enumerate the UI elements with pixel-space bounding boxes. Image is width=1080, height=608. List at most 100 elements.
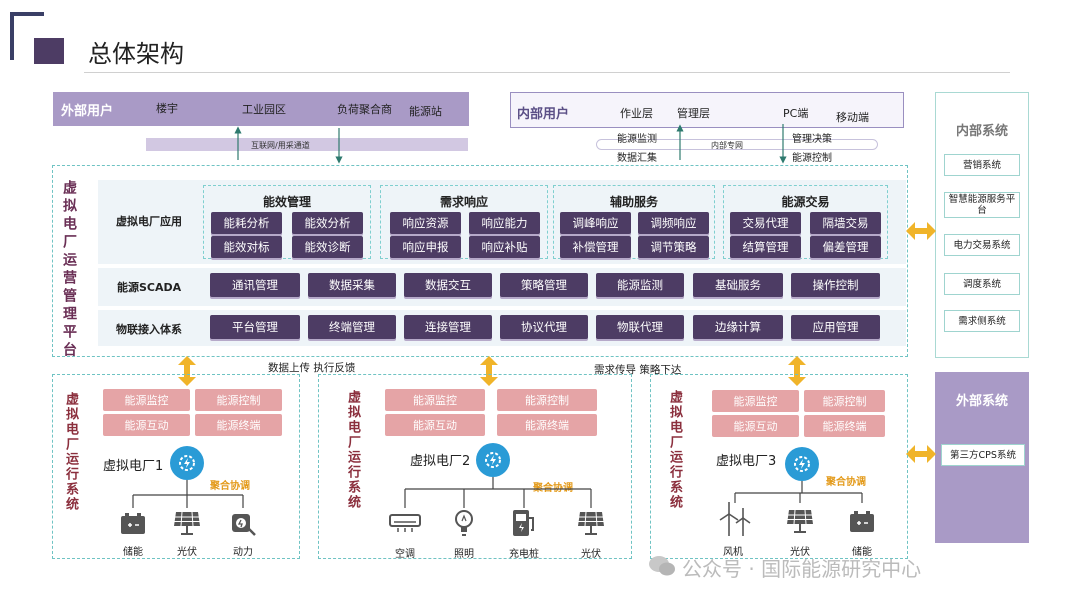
internal-flow-label: 能源控制 — [792, 153, 832, 164]
double-arrow-icon — [480, 356, 498, 386]
double-arrow-icon — [906, 445, 936, 463]
app-module-button[interactable]: 交易代理 — [730, 212, 801, 234]
external-users-bar: 外部用户 — [53, 92, 469, 126]
apps-row-label: 虚拟电厂应用 — [116, 215, 182, 228]
vpp-runtime-box-2 — [318, 374, 632, 559]
wind-turbine-icon — [719, 502, 751, 536]
internal-system-item: 电力交易系统 — [944, 234, 1020, 256]
coordination-label: 聚合协调 — [826, 477, 866, 488]
energy-function-button[interactable]: 能源监控 — [103, 389, 190, 411]
vpp-runtime-box-1 — [52, 374, 300, 559]
battery-storage-icon — [850, 511, 874, 532]
energy-function-button[interactable]: 能源终端 — [804, 415, 885, 437]
internal-system-item: 调度系统 — [944, 273, 1020, 295]
external-user-item: 负荷聚合商 — [337, 103, 392, 116]
runtime-title: 虚拟电厂运行系统 — [345, 390, 360, 510]
wechat-icon — [649, 556, 675, 576]
device-label: 空调 — [395, 549, 415, 560]
energy-function-button[interactable]: 能源控制 — [497, 389, 597, 411]
app-module-button[interactable]: 响应资源 — [390, 212, 461, 234]
app-group: 能效管理 — [203, 185, 371, 259]
watermark-text: 公众号 · 国际能源研究中心 — [682, 557, 922, 581]
app-module-button[interactable]: 响应能力 — [469, 212, 540, 234]
iot-row-label: 物联接入体系 — [116, 323, 182, 336]
device-label: 储能 — [852, 547, 872, 558]
energy-function-button[interactable]: 能源控制 — [195, 389, 282, 411]
iot-module-button[interactable]: 终端管理 — [308, 315, 396, 339]
app-module-button[interactable]: 响应申报 — [390, 236, 461, 258]
external-systems-title: 外部系统 — [955, 394, 1008, 409]
energy-function-button[interactable]: 能源互动 — [385, 414, 485, 436]
scada-module-button[interactable]: 能源监测 — [596, 273, 684, 297]
vpp-name: 虚拟电厂2 — [410, 454, 471, 469]
device-label: 光伏 — [177, 547, 197, 558]
internet-channel-bar — [146, 138, 468, 151]
energy-function-button[interactable]: 能源终端 — [195, 414, 282, 436]
internet-channel-label: 互联网/用采通道 — [251, 141, 310, 150]
page-title: 总体架构 — [88, 40, 184, 68]
vpp-name: 虚拟电厂3 — [716, 454, 777, 469]
light-bulb-icon — [455, 510, 473, 536]
app-module-button[interactable]: 能效分析 — [292, 212, 363, 234]
iot-module-button[interactable]: 平台管理 — [210, 315, 300, 339]
scada-module-button[interactable]: 数据采集 — [308, 273, 396, 297]
internal-system-item: 营销系统 — [944, 154, 1020, 176]
app-module-button[interactable]: 调节策略 — [638, 236, 709, 258]
internal-user-item: 管理层 — [677, 107, 710, 120]
double-arrow-icon — [906, 222, 936, 240]
app-module-button[interactable]: 调频响应 — [638, 212, 709, 234]
app-group: 能源交易 — [723, 185, 888, 259]
internal-systems-title: 内部系统 — [955, 124, 1008, 139]
platform-title: 虚拟电厂运营管理平台 — [61, 180, 77, 360]
external-user-item: 楼宇 — [156, 102, 178, 115]
iot-module-button[interactable]: 连接管理 — [404, 315, 492, 339]
scada-module-button[interactable]: 基础服务 — [693, 273, 783, 297]
energy-function-button[interactable]: 能源控制 — [804, 390, 885, 412]
app-group-title: 能源交易 — [781, 195, 830, 209]
device-label: 照明 — [454, 549, 474, 560]
energy-function-button[interactable]: 能源互动 — [712, 415, 799, 437]
app-module-button[interactable]: 偏差管理 — [810, 236, 881, 258]
app-module-button[interactable]: 能效诊断 — [292, 236, 363, 258]
upload-feedback-label: 数据上传 执行反馈 — [268, 362, 356, 374]
energy-function-button[interactable]: 能源监控 — [385, 389, 485, 411]
runtime-title: 虚拟电厂运行系统 — [63, 392, 78, 512]
battery-storage-icon — [121, 513, 145, 534]
app-module-button[interactable]: 响应补贴 — [469, 236, 540, 258]
app-module-button[interactable]: 能效对标 — [211, 236, 282, 258]
vpp-runtime-box-3 — [650, 374, 908, 559]
solar-panel-icon — [787, 509, 813, 533]
platform-container — [52, 165, 908, 357]
controller-gear-icon — [476, 443, 510, 477]
app-module-button[interactable]: 隔墙交易 — [810, 212, 881, 234]
device-label: 动力 — [233, 547, 253, 558]
device-label: 风机 — [723, 547, 743, 558]
external-users-label: 外部用户 — [61, 104, 114, 119]
iot-module-button[interactable]: 协议代理 — [500, 315, 588, 339]
internal-user-item: PC端 — [783, 107, 809, 120]
app-module-button[interactable]: 能耗分析 — [211, 212, 282, 234]
app-group-title: 能效管理 — [262, 195, 311, 209]
iot-module-button[interactable]: 应用管理 — [791, 315, 880, 339]
app-module-button[interactable]: 调峰响应 — [560, 212, 631, 234]
scada-module-button[interactable]: 通讯管理 — [210, 273, 300, 297]
charging-pile-icon — [513, 510, 534, 536]
iot-module-button[interactable]: 物联代理 — [596, 315, 684, 339]
external-system-item: 第三方CPS系统 — [941, 444, 1025, 466]
internal-network-label: 内部专网 — [711, 141, 743, 150]
internal-network-bar — [596, 139, 878, 150]
energy-function-button[interactable]: 能源终端 — [497, 414, 597, 436]
iot-module-button[interactable]: 边缘计算 — [693, 315, 783, 339]
energy-function-button[interactable]: 能源互动 — [103, 414, 190, 436]
air-conditioner-icon — [389, 514, 421, 532]
app-group-title: 辅助服务 — [609, 195, 658, 209]
energy-function-button[interactable]: 能源监控 — [712, 390, 799, 412]
scada-module-button[interactable]: 策略管理 — [500, 273, 588, 297]
device-label: 储能 — [123, 547, 143, 558]
scada-module-button[interactable]: 数据交互 — [404, 273, 492, 297]
app-module-button[interactable]: 结算管理 — [730, 236, 801, 258]
app-module-button[interactable]: 补偿管理 — [560, 236, 631, 258]
logo-icon — [10, 12, 64, 64]
scada-module-button[interactable]: 操作控制 — [791, 273, 880, 297]
